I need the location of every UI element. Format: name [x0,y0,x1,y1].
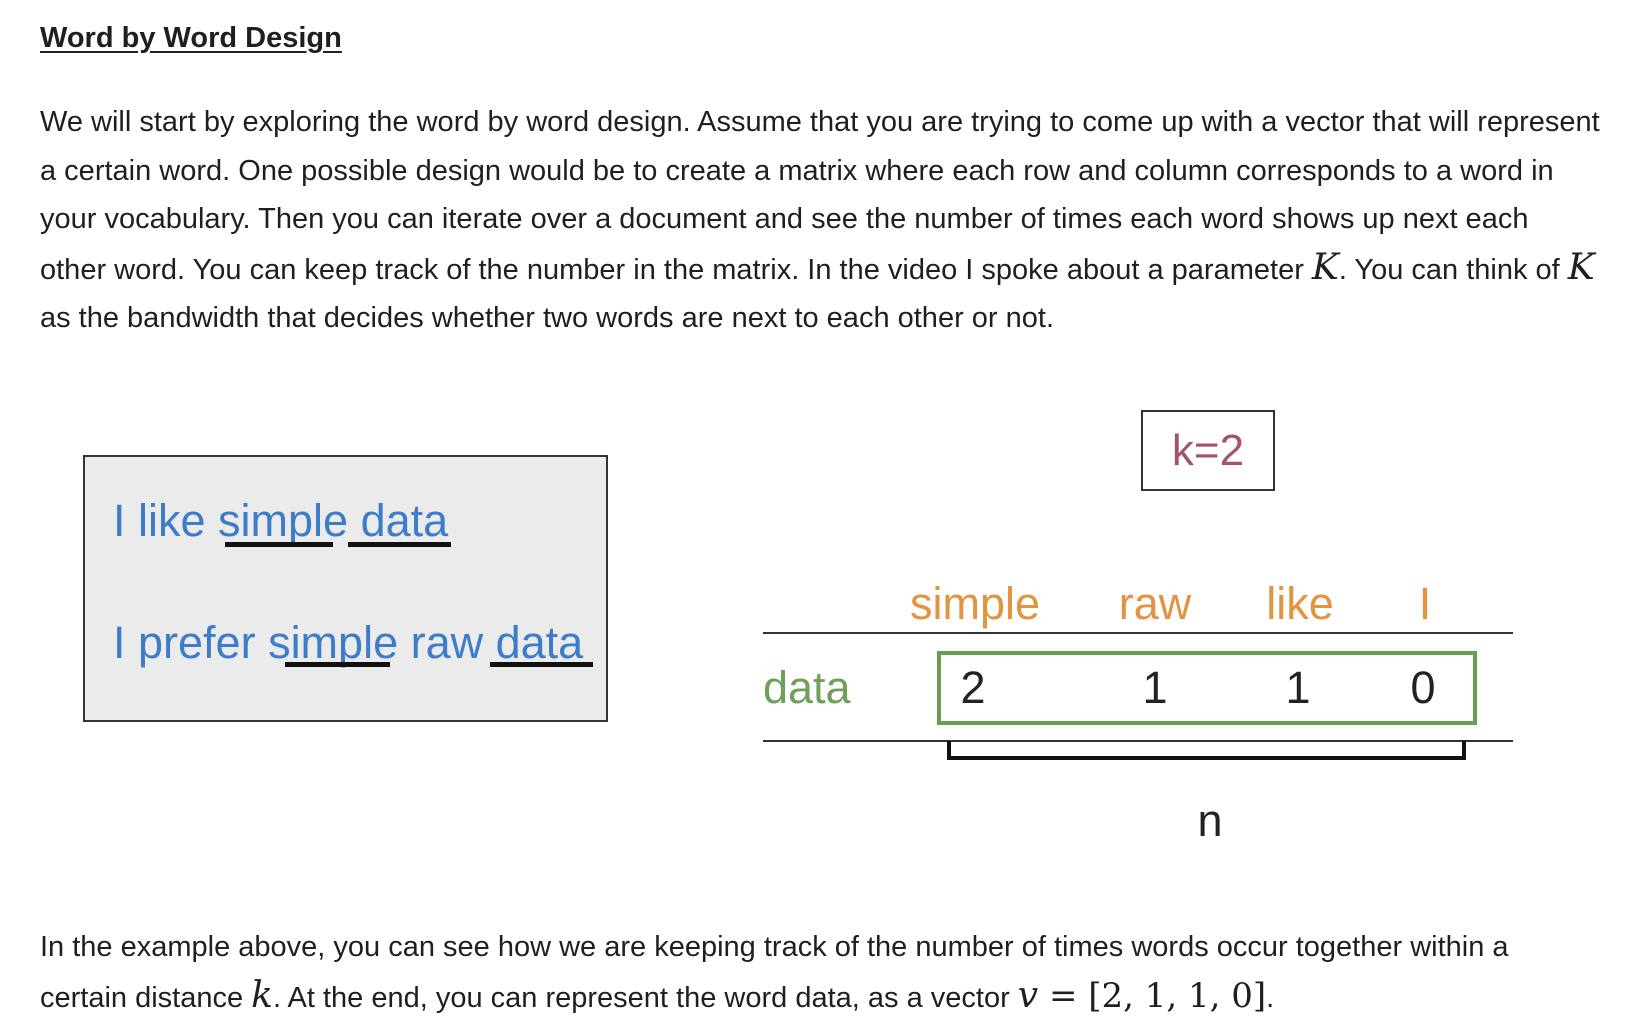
k-parameter-label: k=2 [1171,425,1245,475]
sentence-2-word-1: I prefer [113,617,269,668]
sentence-2-underline-data [490,662,593,667]
section-title: Word by Word Design [40,22,342,54]
math-K-1: K [1311,246,1339,288]
cell-value-simple: 2 [960,662,986,713]
cell-value-like: 1 [1285,662,1311,713]
column-header-I: I [1418,578,1432,629]
k-parameter-box: k=2 [1141,410,1275,491]
vector-highlight-box [937,651,1477,725]
column-header-raw: raw [1118,578,1192,629]
conclusion-text-a: In the example above, you can see how we… [40,931,1509,1014]
math-K-2: K [1567,246,1595,288]
conclusion-text-b: . At the end, you can represent the word… [273,981,1018,1014]
sentence-1-underline-data [348,542,451,547]
sentence-2: I prefer simple raw data [113,617,583,669]
sentence-1-word-2: simple [218,495,349,546]
vector-length-label: n [1197,795,1223,846]
sentence-1-word-4: data [360,495,449,546]
math-k: k [251,974,273,1016]
sentence-1: I like simple data [113,495,448,547]
cell-value-raw: 1 [1142,662,1168,713]
conclusion-text-c: . [1266,981,1275,1014]
sentence-box: I like simple data I prefer simple raw d… [83,455,608,722]
sentence-2-word-4: data [495,617,584,668]
sentence-1-word-1: I like [113,495,219,546]
intro-text-a: We will start by exploring the word by w… [40,106,1600,286]
column-header-like: like [1266,578,1334,629]
cell-value-I: 0 [1410,662,1436,713]
column-header-simple: simple [909,578,1041,629]
sentence-1-word-3 [348,495,361,546]
table-bottom-rule [763,740,1513,742]
vector-length-bracket [947,741,1466,760]
table-top-rule [763,632,1513,634]
intro-paragraph: We will start by exploring the word by w… [40,98,1600,343]
sentence-2-underline-simple [285,662,390,667]
conclusion-paragraph: In the example above, you can see how we… [40,923,1600,1022]
math-vector-value: = [2, 1, 1, 0] [1038,975,1267,1016]
sentence-2-word-2: simple [268,617,399,668]
intro-text-b: . You can think of [1338,253,1568,286]
sentence-1-underline-simple [225,542,333,547]
sentence-2-word-3: raw [398,617,496,668]
intro-text-c: as the bandwidth that decides whether tw… [40,302,1054,334]
row-label-data: data [763,662,851,713]
math-v: v [1017,974,1039,1016]
